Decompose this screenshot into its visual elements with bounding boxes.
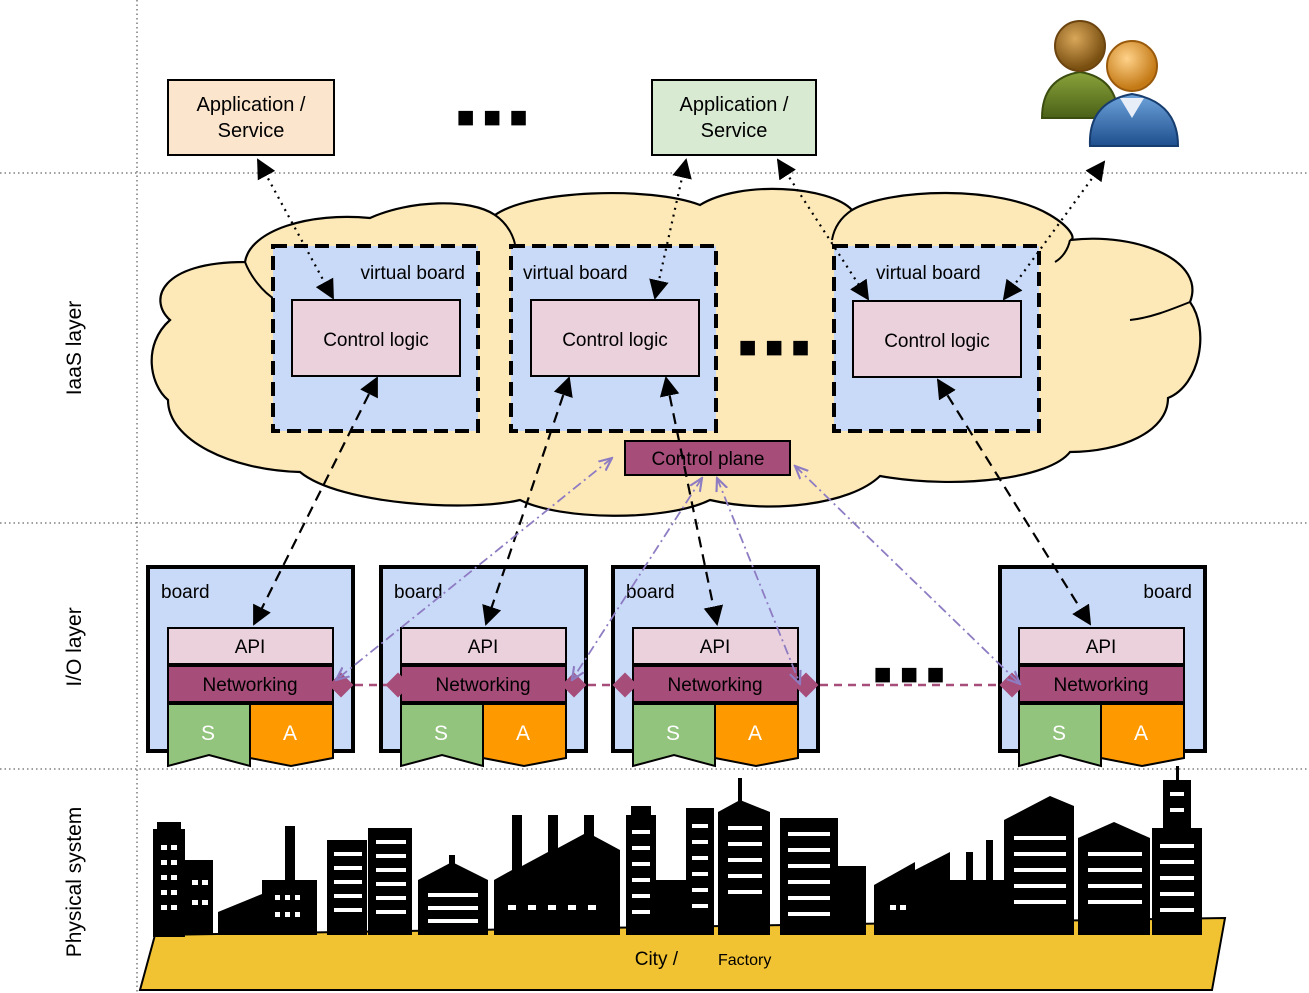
api-label: API — [700, 637, 731, 658]
board-label: board — [1143, 582, 1192, 603]
virtual-board-label: virtual board — [360, 263, 465, 284]
control-logic-label: Control logic — [884, 331, 990, 352]
actuator-block — [482, 703, 567, 768]
virtual-boards-ellipsis: ■ ■ ■ — [738, 331, 809, 364]
control-logic-label: Control logic — [323, 330, 429, 351]
virtual-board-3: virtual board Control logic — [832, 244, 1041, 433]
service-links — [257, 158, 1106, 301]
application-service-left: Application / Service — [167, 79, 335, 156]
factory-label: Factory — [718, 952, 771, 969]
board-3: board API Networking S A — [611, 565, 820, 768]
iaas-layer-label: IaaS layer — [63, 301, 86, 396]
service-link — [1002, 160, 1106, 301]
service-link — [649, 158, 692, 300]
actuator-block — [249, 703, 334, 768]
sensor-label: S — [1052, 722, 1066, 745]
board-link — [659, 376, 724, 626]
actuator-label: A — [1134, 722, 1148, 745]
apps-ellipsis: ■ ■ ■ — [456, 101, 527, 134]
networking-label: Networking — [1053, 675, 1148, 696]
control-plane-links — [336, 458, 1020, 684]
sensor-label: S — [434, 722, 448, 745]
board-4: board API Networking S A — [998, 565, 1207, 768]
control-plane-label: Control plane — [651, 449, 764, 470]
city-label: City / — [635, 949, 679, 970]
actuator-block — [1100, 703, 1185, 768]
board-link — [936, 378, 1092, 626]
io-layer-label: I/O layer — [63, 607, 86, 686]
api-label: API — [1086, 637, 1117, 658]
city-windows — [161, 792, 1194, 923]
app-left-line1: Application / — [197, 94, 306, 116]
control-plane-link — [795, 466, 1020, 684]
control-plane: Control plane — [624, 440, 791, 476]
app-right-line2: Service — [701, 120, 768, 142]
application-service-right: Application / Service — [651, 79, 817, 156]
control-plane-link — [572, 478, 702, 680]
networking-label: Networking — [435, 675, 530, 696]
virtual-board-label: virtual board — [876, 263, 981, 284]
actuator-block — [714, 703, 799, 768]
board-2: board API Networking S A — [379, 565, 588, 768]
app-right-line1: Application / — [680, 94, 789, 116]
actuator-label: A — [283, 722, 297, 745]
actuator-label: A — [748, 722, 762, 745]
service-link — [257, 158, 334, 300]
sensor-block — [167, 703, 251, 768]
sensor-label: S — [201, 722, 215, 745]
virtual-board-2: virtual board Control logic — [509, 244, 718, 433]
sensor-block — [1018, 703, 1102, 768]
sensor-block — [632, 703, 716, 768]
control-logic-label: Control logic — [562, 330, 668, 351]
app-left-line2: Service — [218, 120, 285, 142]
board-link — [253, 376, 378, 626]
sensor-block — [400, 703, 484, 768]
city-ground — [138, 916, 1227, 991]
control-plane-link — [717, 478, 800, 684]
board-label: board — [161, 582, 210, 603]
networking-label: Networking — [202, 675, 297, 696]
control-plane-link — [336, 458, 612, 680]
sensor-label: S — [666, 722, 680, 745]
users-icon — [1040, 20, 1180, 147]
api-label: API — [468, 637, 499, 658]
city-skyline — [153, 766, 1202, 937]
api-label: API — [235, 637, 266, 658]
board-1: board API Networking S A — [146, 565, 355, 768]
virtual-board-label: virtual board — [523, 263, 628, 284]
physical-system-label: Physical system — [63, 807, 86, 958]
networking-label: Networking — [667, 675, 762, 696]
virtual-board-1: virtual board Control logic — [271, 244, 480, 433]
actuator-label: A — [516, 722, 530, 745]
